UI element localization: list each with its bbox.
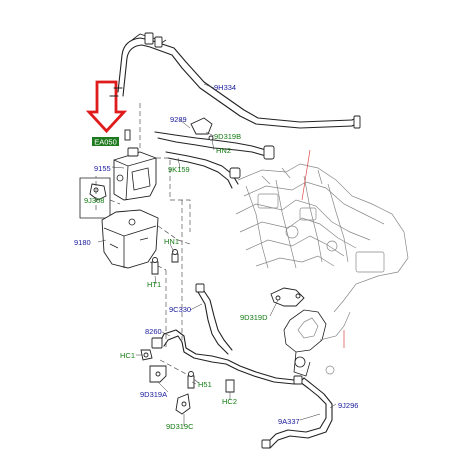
- leader-lines: [97, 83, 345, 426]
- fuel-line-9c330: [195, 283, 233, 355]
- label-9180: 9180: [74, 238, 91, 247]
- arrow-down-icon: [85, 80, 128, 134]
- bracket-9d319b: [190, 117, 214, 141]
- label-9d319b: 9D319B: [214, 132, 241, 141]
- fuel-pump-assembly: [283, 309, 351, 377]
- label-9d319c: 9D319C: [166, 422, 194, 431]
- label-9289: 9289: [170, 115, 187, 124]
- label-hn2: HN2: [216, 146, 231, 155]
- label-9k159: 9K159: [168, 165, 190, 174]
- label-9d319a: 9D319A: [140, 390, 167, 399]
- label-9h334: 9H334: [214, 83, 236, 92]
- label-9d319d: 9D319D: [240, 313, 268, 322]
- fuel-line-9a337: [261, 375, 333, 449]
- label-9c330: 9C330: [169, 305, 191, 314]
- fuel-filter-9155: [113, 147, 157, 201]
- bracket-9d319d: [270, 287, 305, 307]
- engine-assembly: [235, 163, 409, 313]
- fixing-hn1: [171, 249, 179, 263]
- label-hc1: HC1: [120, 351, 135, 360]
- label-hc2: HC2: [222, 397, 237, 406]
- label-8260: 8260: [145, 327, 162, 336]
- part-tag-label: EA050: [94, 137, 117, 146]
- label-9j296: 9J296: [338, 401, 358, 410]
- label-9j308: 9J308: [84, 196, 104, 205]
- bracket-9d319a: [149, 365, 167, 383]
- label-9a337: 9A337: [278, 417, 300, 426]
- part-tag: EA050: [92, 137, 119, 146]
- label-9155: 9155: [94, 164, 111, 173]
- label-hn1: HN1: [164, 237, 179, 246]
- clip-hc1: [140, 349, 153, 361]
- filter-bracket-9180: [101, 209, 159, 269]
- fuel-line-9h334: [109, 32, 361, 141]
- label-ht1: HT1: [147, 280, 161, 289]
- fuel-line-9289: [154, 131, 275, 189]
- bracket-9d319c: [175, 393, 191, 415]
- fixing-ht1: [151, 257, 159, 275]
- fuel-line-8260: [151, 329, 295, 385]
- fixing-h51: [187, 371, 195, 389]
- label-h51: H51: [198, 380, 212, 389]
- clip-hc2: [225, 379, 235, 393]
